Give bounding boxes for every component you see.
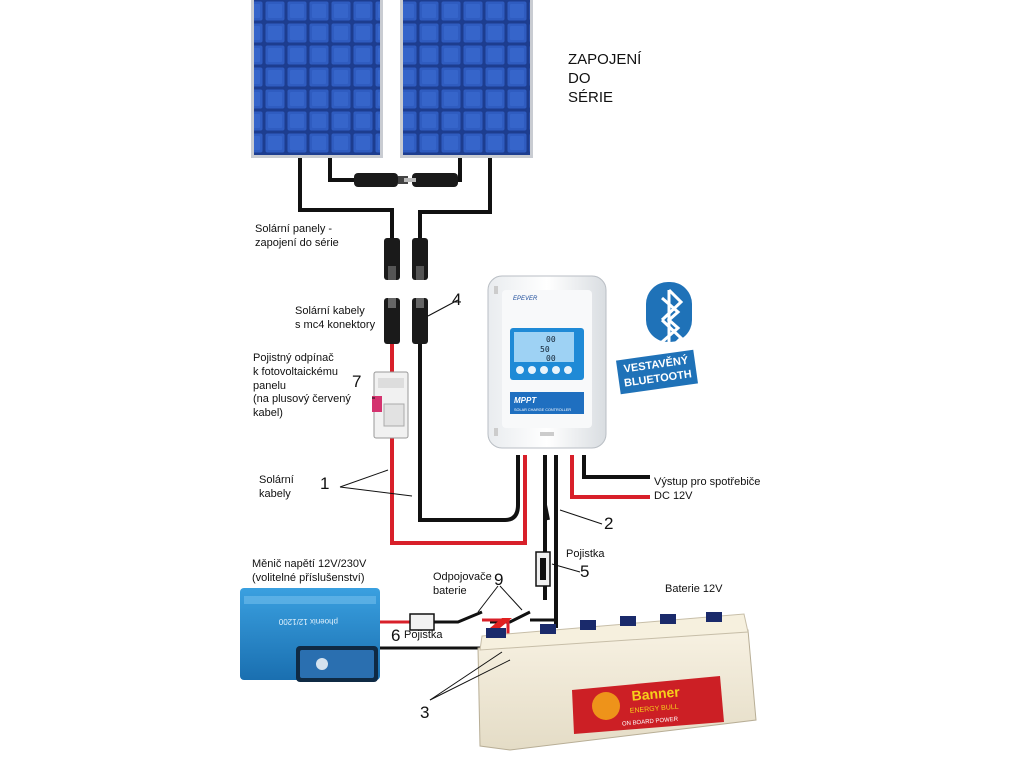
number-4: 4 [452,290,462,309]
label-breaker: Pojistný odpínač k fotovoltaickému panel… [253,352,351,419]
number-1: 1 [320,474,330,493]
label-solar-cables: Solární kabely [259,474,294,500]
solar-panel-right [400,0,533,158]
inverter: phoenix 12/1200 [240,588,380,682]
number-2: 2 [604,514,614,533]
fuse-6 [409,613,435,631]
pv-breaker [372,371,409,439]
battery-brand: Banner [631,683,681,703]
title-line-2: DO [568,70,591,87]
mc4-connector-upper [384,238,428,280]
mc4-connector-lower [384,298,428,344]
label-fuse: Pojistka [566,548,605,560]
charge-controller: EPEVER 00 50 00 MPPT SOLAR CHARGE CONTRO… [487,275,607,449]
panel-series-wires [298,158,492,240]
controller-output-wires [543,455,650,628]
number-3: 3 [420,703,430,722]
lcd-value-2: 50 [540,345,550,354]
battery-sub2: ON BOARD POWER [622,717,679,728]
title-line-1: ZAPOJENÍ [568,51,642,68]
label-disconnect: Odpojovače baterie [433,571,492,597]
leader-lines [339,299,603,701]
bluetooth-icon [646,282,692,352]
controller-subtitle: SOLAR CHARGE CONTROLLER [514,408,571,412]
label-fuse-6: Pojistka [404,629,443,641]
number-9: 9 [494,570,504,589]
label-inverter: Měnič napětí 12V/230V (volitelné přísluš… [252,558,367,584]
battery: Banner ENERGY BULL ON BOARD POWER [477,612,757,751]
label-output: Výstup pro spotřebiče DC 12V [654,476,761,502]
number-6: 6 [391,626,401,645]
inverter-brand: phoenix 12/1200 [278,617,338,626]
number-7: 7 [352,372,362,391]
controller-model: MPPT [514,396,537,405]
diagram-title: ZAPOJENÍ DO SÉRIE [568,50,641,107]
label-battery: Baterie 12V [665,583,723,595]
solar-panel-left [251,0,383,158]
number-5: 5 [580,562,590,581]
lcd-value-1: 00 [546,335,556,344]
lcd-value-3: 00 [546,354,556,363]
title-line-3: SÉRIE [568,89,614,106]
label-cables-mc4: Solární kabely s mc4 konektory [295,305,376,331]
solar-cables [390,344,527,545]
fuse-5 [535,551,551,587]
controller-brand: EPEVER [513,296,538,302]
mc4-connector-between-panels [354,173,458,187]
battery-sub: ENERGY BULL [630,704,679,715]
label-panels-series: Solární panely - zapojení do série [255,223,339,249]
